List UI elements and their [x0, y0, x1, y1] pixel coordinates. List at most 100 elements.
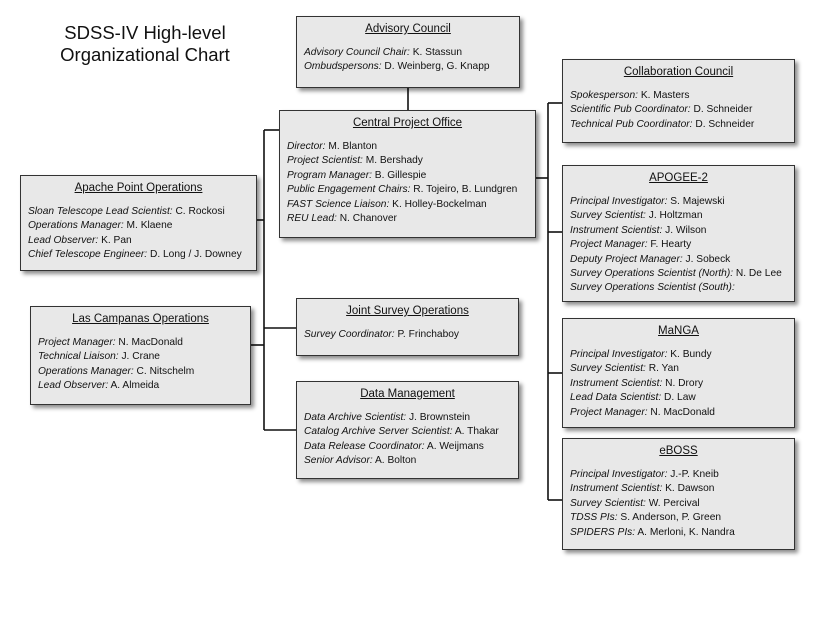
person-name: D. Law: [664, 392, 696, 404]
role-label: Technical Liaison:: [38, 351, 119, 363]
box-row: Lead Data Scientist: D. Law: [570, 391, 787, 405]
box-row: Instrument Scientist: K. Dawson: [570, 482, 787, 496]
role-label: FAST Science Liaison:: [287, 198, 390, 210]
role-label: Principal Investigator:: [570, 349, 668, 360]
role-label: Instrument Scientist:: [570, 224, 663, 236]
role-label: Project Manager:: [570, 239, 648, 251]
person-name: J. Brownstein: [408, 412, 471, 423]
box-row: Survey Scientist: J. Holtzman: [570, 209, 787, 223]
box-title: APOGEE-2: [649, 172, 708, 184]
box-title: eBOSS: [659, 445, 698, 457]
role-label: Program Manager:: [287, 169, 372, 181]
box-row: Catalog Archive Server Scientist: A. Tha…: [304, 425, 511, 439]
person-name: D. Schneider: [693, 104, 753, 116]
role-label: Deputy Project Manager:: [570, 253, 683, 265]
box-title: Apache Point Operations: [74, 182, 203, 194]
box-row: Instrument Scientist: J. Wilson: [570, 224, 787, 238]
role-label: Survey Scientist:: [570, 210, 646, 222]
chart-title: SDSS-IV High-level Organizational Chart: [40, 22, 250, 66]
box-row: Project Scientist: M. Bershady: [287, 154, 528, 168]
role-label: Technical Pub Coordinator:: [570, 118, 693, 130]
box-row: Scientific Pub Coordinator: D. Schneider: [570, 103, 787, 117]
person-name: S. Anderson, P. Green: [620, 512, 722, 524]
box-central-project-office: Central Project Office Director: M. Blan…: [279, 110, 536, 238]
role-label: Advisory Council Chair:: [304, 47, 410, 58]
box-row: Operations Manager: M. Klaene: [28, 219, 249, 233]
box-row: Senior Advisor: A. Bolton: [304, 454, 511, 468]
person-name: K. Stassun: [412, 47, 462, 58]
box-title: Data Management: [360, 388, 455, 400]
box-las-campanas-operations: Las Campanas Operations Project Manager:…: [30, 306, 251, 405]
box-row: Survey Operations Scientist (North): N. …: [570, 267, 787, 281]
person-name: J. Sobeck: [685, 253, 731, 265]
person-name: J. Crane: [121, 351, 160, 363]
box-row: Deputy Project Manager: J. Sobeck: [570, 253, 787, 267]
box-row: Director: M. Blanton: [287, 140, 528, 154]
box-apogee-2: APOGEE-2 Principal Investigator: S. Maje…: [562, 165, 795, 302]
person-name: D. Long / J. Downey: [149, 249, 242, 261]
chart-title-line1: SDSS-IV High-level: [64, 22, 226, 43]
box-title: Joint Survey Operations: [346, 305, 469, 317]
role-label: Survey Scientist:: [570, 363, 646, 375]
box-title: Collaboration Council: [623, 66, 734, 78]
box-row: Lead Observer: K. Pan: [28, 234, 249, 248]
box-row: Principal Investigator: J.-P. Kneib: [570, 468, 787, 482]
person-name: K. Pan: [101, 234, 132, 246]
box-data-management: Data Management Data Archive Scientist: …: [296, 381, 519, 479]
chart-title-line2: Organizational Chart: [60, 44, 230, 65]
role-label: Survey Coordinator:: [304, 329, 395, 340]
box-row: Spokesperson: K. Masters: [570, 89, 787, 103]
role-label: REU Lead:: [287, 213, 337, 225]
person-name: N. De Lee: [735, 268, 782, 280]
box-manga: MaNGA Principal Investigator: K. Bundy S…: [562, 318, 795, 428]
role-label: Project Scientist:: [287, 155, 363, 167]
person-name: A. Almeida: [110, 380, 160, 392]
box-row: Sloan Telescope Lead Scientist: C. Rocko…: [28, 205, 249, 219]
person-name: F. Hearty: [650, 239, 692, 251]
role-label: Project Manager:: [570, 406, 648, 418]
role-label: Senior Advisor:: [304, 455, 373, 467]
role-label: Principal Investigator:: [570, 196, 668, 207]
box-title: Las Campanas Operations: [72, 313, 209, 325]
box-row: Ombudspersons: D. Weinberg, G. Knapp: [304, 60, 512, 74]
box-row: Data Release Coordinator: A. Weijmans: [304, 440, 511, 454]
person-name: R. Tojeiro, B. Lundgren: [413, 184, 518, 196]
person-name: J. Wilson: [665, 224, 707, 236]
box-row: Project Manager: N. MacDonald: [38, 336, 243, 350]
person-name: C. Rockosi: [175, 206, 225, 217]
role-label: Chief Telescope Engineer:: [28, 249, 148, 261]
person-name: N. Drory: [665, 377, 704, 389]
role-label: Director:: [287, 141, 326, 152]
box-row: REU Lead: N. Chanover: [287, 212, 528, 226]
box-row: Project Manager: F. Hearty: [570, 238, 787, 252]
box-row: Survey Operations Scientist (South):: [570, 281, 787, 295]
role-label: Lead Observer:: [38, 380, 109, 392]
person-name: A. Bolton: [374, 455, 417, 467]
role-label: Survey Operations Scientist (North):: [570, 268, 734, 280]
box-row: Chief Telescope Engineer: D. Long / J. D…: [28, 248, 249, 262]
person-name: J. Holtzman: [648, 210, 703, 222]
person-name: C. Nitschelm: [136, 365, 195, 377]
person-name: W. Percival: [648, 497, 700, 509]
role-label: Operations Manager:: [38, 365, 134, 377]
person-name: A. Thakar: [454, 426, 499, 438]
person-name: K. Dawson: [665, 483, 715, 495]
person-name: R. Yan: [648, 363, 679, 375]
person-name: S. Majewski: [670, 196, 725, 207]
person-name: B. Gillespie: [374, 169, 427, 181]
box-row: Instrument Scientist: N. Drory: [570, 377, 787, 391]
role-label: SPIDERS PIs:: [570, 526, 636, 538]
box-row: Principal Investigator: K. Bundy: [570, 348, 787, 362]
box-title: Central Project Office: [352, 117, 463, 129]
box-row: Survey Coordinator: P. Frinchaboy: [304, 328, 511, 342]
box-title: MaNGA: [658, 325, 699, 337]
person-name: D. Weinberg, G. Knapp: [384, 61, 490, 73]
box-row: Operations Manager: C. Nitschelm: [38, 365, 243, 379]
role-label: Lead Data Scientist:: [570, 392, 662, 404]
person-name: A. Merloni, K. Nandra: [637, 526, 735, 538]
box-row: TDSS PIs: S. Anderson, P. Green: [570, 511, 787, 525]
person-name: A. Weijmans: [426, 440, 484, 452]
role-label: Spokesperson:: [570, 90, 638, 101]
role-label: Project Manager:: [38, 337, 116, 348]
